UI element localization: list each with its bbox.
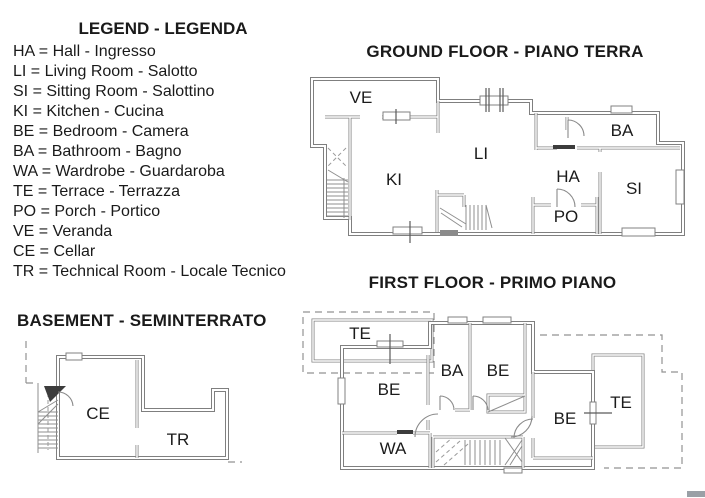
stair-arrow-icon	[44, 386, 66, 402]
room-label-ve: VE	[350, 88, 373, 107]
first-floor-doors-icon	[414, 395, 534, 439]
legend: LEGEND - LEGENDA HA = Hall - Ingresso LI…	[13, 19, 313, 282]
legend-item: PO = Porch - Portico	[13, 203, 161, 220]
basement-room-labels: CE TR	[86, 404, 189, 449]
legend-item: LI = Living Room - Salotto	[13, 63, 198, 80]
legend-item: CE = Cellar	[13, 243, 96, 260]
room-label-ba: BA	[611, 121, 634, 140]
first-floor-title: FIRST FLOOR - PRIMO PIANO	[368, 273, 617, 292]
legend-item: WA = Wardrobe - Guardaroba	[13, 163, 225, 180]
first-floor-room-labels: TE BE BA BE BE TE WA	[349, 324, 632, 458]
room-label-si: SI	[626, 179, 642, 198]
ground-floor-plan: VE KI LI HA PO BA SI	[310, 77, 685, 243]
first-floor-dashed-boundary	[302, 311, 683, 469]
room-label-te-left: TE	[349, 324, 371, 343]
basement-walls	[56, 355, 229, 460]
room-label-te-right: TE	[610, 393, 632, 412]
first-floor-windows-icon	[337, 316, 612, 474]
room-label-wa: WA	[380, 439, 407, 458]
room-label-li: LI	[474, 144, 488, 163]
ground-floor-doors-icon	[556, 119, 585, 208]
legend-item: SI = Sitting Room - Salottino	[13, 83, 215, 100]
room-label-tr: TR	[167, 430, 190, 449]
room-label-be-right: BE	[554, 409, 577, 428]
basement-windows-icon	[65, 352, 83, 361]
basement-plan: CE TR	[25, 341, 242, 463]
ground-floor-windows-icon	[382, 88, 685, 243]
basement-title: BASEMENT - SEMINTERRATO	[17, 311, 267, 330]
room-label-ba: BA	[441, 361, 464, 380]
basement-dashed-boundary	[25, 341, 242, 463]
legend-item: BE = Bedroom - Camera	[13, 123, 189, 140]
legend-item: TE = Terrace - Terrazza	[13, 183, 181, 200]
room-label-po: PO	[554, 207, 579, 226]
first-floor-stairs-icon	[435, 395, 526, 466]
corner-watermark-bar	[687, 491, 705, 497]
legend-item: BA = Bathroom - Bagno	[13, 143, 182, 160]
legend-item: HA = Hall - Ingresso	[13, 43, 156, 60]
room-label-ce: CE	[86, 404, 110, 423]
first-floor-plan: TE BE BA BE BE TE WA	[302, 311, 683, 474]
legend-title: LEGEND - LEGENDA	[78, 19, 248, 38]
room-label-ha: HA	[556, 167, 580, 186]
legend-list: HA = Hall - Ingresso LI = Living Room - …	[13, 42, 313, 282]
legend-item: VE = Veranda	[13, 223, 113, 240]
room-label-be-left: BE	[378, 380, 401, 399]
legend-item: TR = Technical Room - Locale Tecnico	[13, 263, 286, 280]
ground-floor-title: GROUND FLOOR - PIANO TERRA	[366, 42, 644, 61]
legend-item: KI = Kitchen - Cucina	[13, 103, 164, 120]
ground-floor-stairs-icon	[327, 147, 493, 230]
room-label-be-center: BE	[487, 361, 510, 380]
room-label-ki: KI	[386, 170, 402, 189]
basement-stairs-icon	[37, 383, 74, 453]
ground-floor-room-labels: VE KI LI HA PO BA SI	[350, 88, 642, 226]
